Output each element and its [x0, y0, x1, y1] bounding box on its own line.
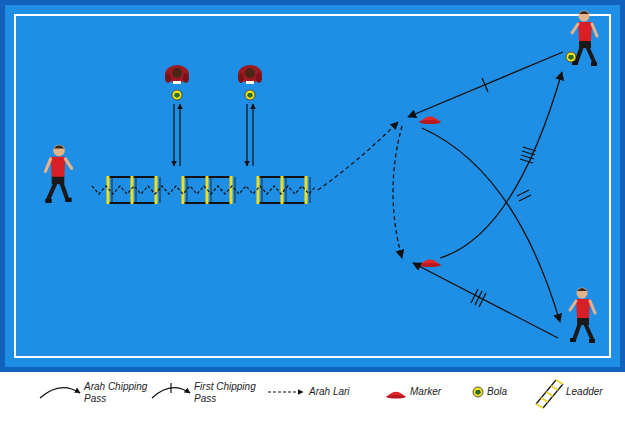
legend-label: Bola [487, 386, 527, 398]
agility-ladder [305, 176, 308, 204]
legend-icons [536, 404, 543, 408]
agility-ladder [108, 176, 310, 204]
legend-icons [386, 392, 406, 399]
pass-lines [393, 52, 563, 338]
pass-lines [393, 126, 402, 258]
legend-icons [536, 380, 563, 408]
agility-ladder [155, 176, 158, 204]
pitch-line [15, 15, 610, 357]
pass-lines [413, 263, 558, 338]
legend-label: Arah Lari [309, 386, 379, 398]
agility-ladder [136, 177, 137, 203]
agility-ladder [160, 177, 161, 203]
pass-lines [522, 151, 535, 155]
legend-label: Arah Chipping Pass [84, 381, 152, 405]
legend-entry: Arah Lari [309, 386, 379, 398]
server-coach [252, 104, 253, 166]
marker-cone [419, 117, 441, 268]
pass-lines [520, 159, 533, 163]
server-coach [245, 90, 255, 100]
pass-lines [479, 293, 486, 307]
legend-entry: Arah Chipping Pass [84, 381, 152, 405]
legend-entry: Marker [410, 386, 470, 398]
runner-player [45, 145, 71, 203]
legend-icons [543, 384, 563, 408]
server-coach [173, 104, 174, 166]
pass-lines [517, 190, 529, 196]
run-path [92, 186, 316, 194]
agility-ladder [131, 176, 134, 204]
pass-lines [440, 72, 562, 258]
legend-strip [0, 372, 625, 423]
legend-label: Marker [410, 386, 470, 398]
legend-icons [551, 386, 558, 390]
passing-player [570, 288, 595, 344]
pass-lines [523, 147, 536, 151]
legend-icons [556, 380, 563, 384]
legend-icons [546, 392, 553, 396]
server-coach [165, 65, 189, 84]
agility-ladder [281, 176, 284, 204]
pass-lines [519, 195, 531, 201]
legend-icons [541, 398, 548, 402]
server-coach [179, 104, 180, 166]
passing-player [566, 52, 576, 62]
run-path [318, 122, 398, 190]
server-coach [165, 65, 189, 166]
marker-cone [419, 117, 441, 125]
agility-ladder [262, 177, 263, 203]
pitch [5, 5, 620, 367]
pass-lines [422, 128, 560, 322]
legend-icons [40, 388, 80, 398]
agility-ladder [286, 177, 287, 203]
runner-player [45, 145, 71, 203]
agility-ladder [211, 177, 212, 203]
agility-ladder [187, 177, 188, 203]
legend-icons [536, 380, 556, 404]
legend-icons [473, 387, 483, 397]
pass-lines [482, 78, 488, 92]
server-coach [238, 65, 262, 166]
server-coach [172, 90, 182, 100]
agility-ladder [310, 177, 311, 203]
run-path [92, 122, 398, 194]
passing-player [566, 11, 597, 344]
legend-label: Leadder [566, 386, 621, 398]
marker-cone [419, 260, 441, 268]
legend-icons [170, 383, 171, 393]
server-coach [238, 65, 262, 84]
agility-ladder [230, 176, 233, 204]
agility-ladder [182, 176, 185, 204]
legend-label: First Chipping Pass [194, 381, 262, 405]
pitch-frame [0, 0, 625, 372]
pass-lines [408, 52, 563, 117]
legend-entry: Bola [487, 386, 527, 398]
legend-entry: Leadder [566, 386, 621, 398]
pass-lines [521, 155, 534, 159]
legend-entry: First Chipping Pass [194, 381, 262, 405]
agility-ladder [112, 177, 113, 203]
legend-icons [40, 380, 563, 408]
legend-icons [268, 391, 303, 392]
server-coach [246, 104, 247, 166]
